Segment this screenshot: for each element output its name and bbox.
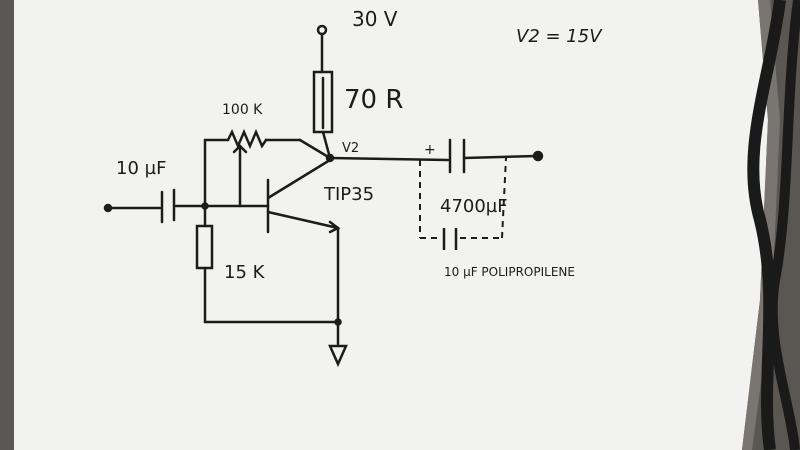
label-r-feedback: 100 K [222,102,263,118]
output-terminal [532,150,544,162]
label-supply-voltage: 30 V [352,7,398,31]
bypass-capacitor-dashed [419,157,507,239]
paper-edge-shadow [742,0,780,450]
ground-symbol [328,344,348,368]
label-r-collector: 70 R [344,85,403,115]
label-v2-note: V2 = 15V [516,26,603,47]
label-c-output: 4700µF [440,196,508,217]
label-plus: + [424,142,436,158]
label-r-bias: 15 K [224,262,266,283]
cable [747,0,786,450]
label-c-bypass: 10 µF POLIPROPILENE [444,265,575,279]
resistor-100k [226,128,268,150]
cable-2 [767,0,800,450]
label-c-input: 10 µF [116,158,166,179]
schematic-wires [103,24,544,368]
paper-sheet [14,0,768,450]
label-node-v2: V2 [342,141,359,156]
label-transistor: TIP35 [323,184,374,205]
